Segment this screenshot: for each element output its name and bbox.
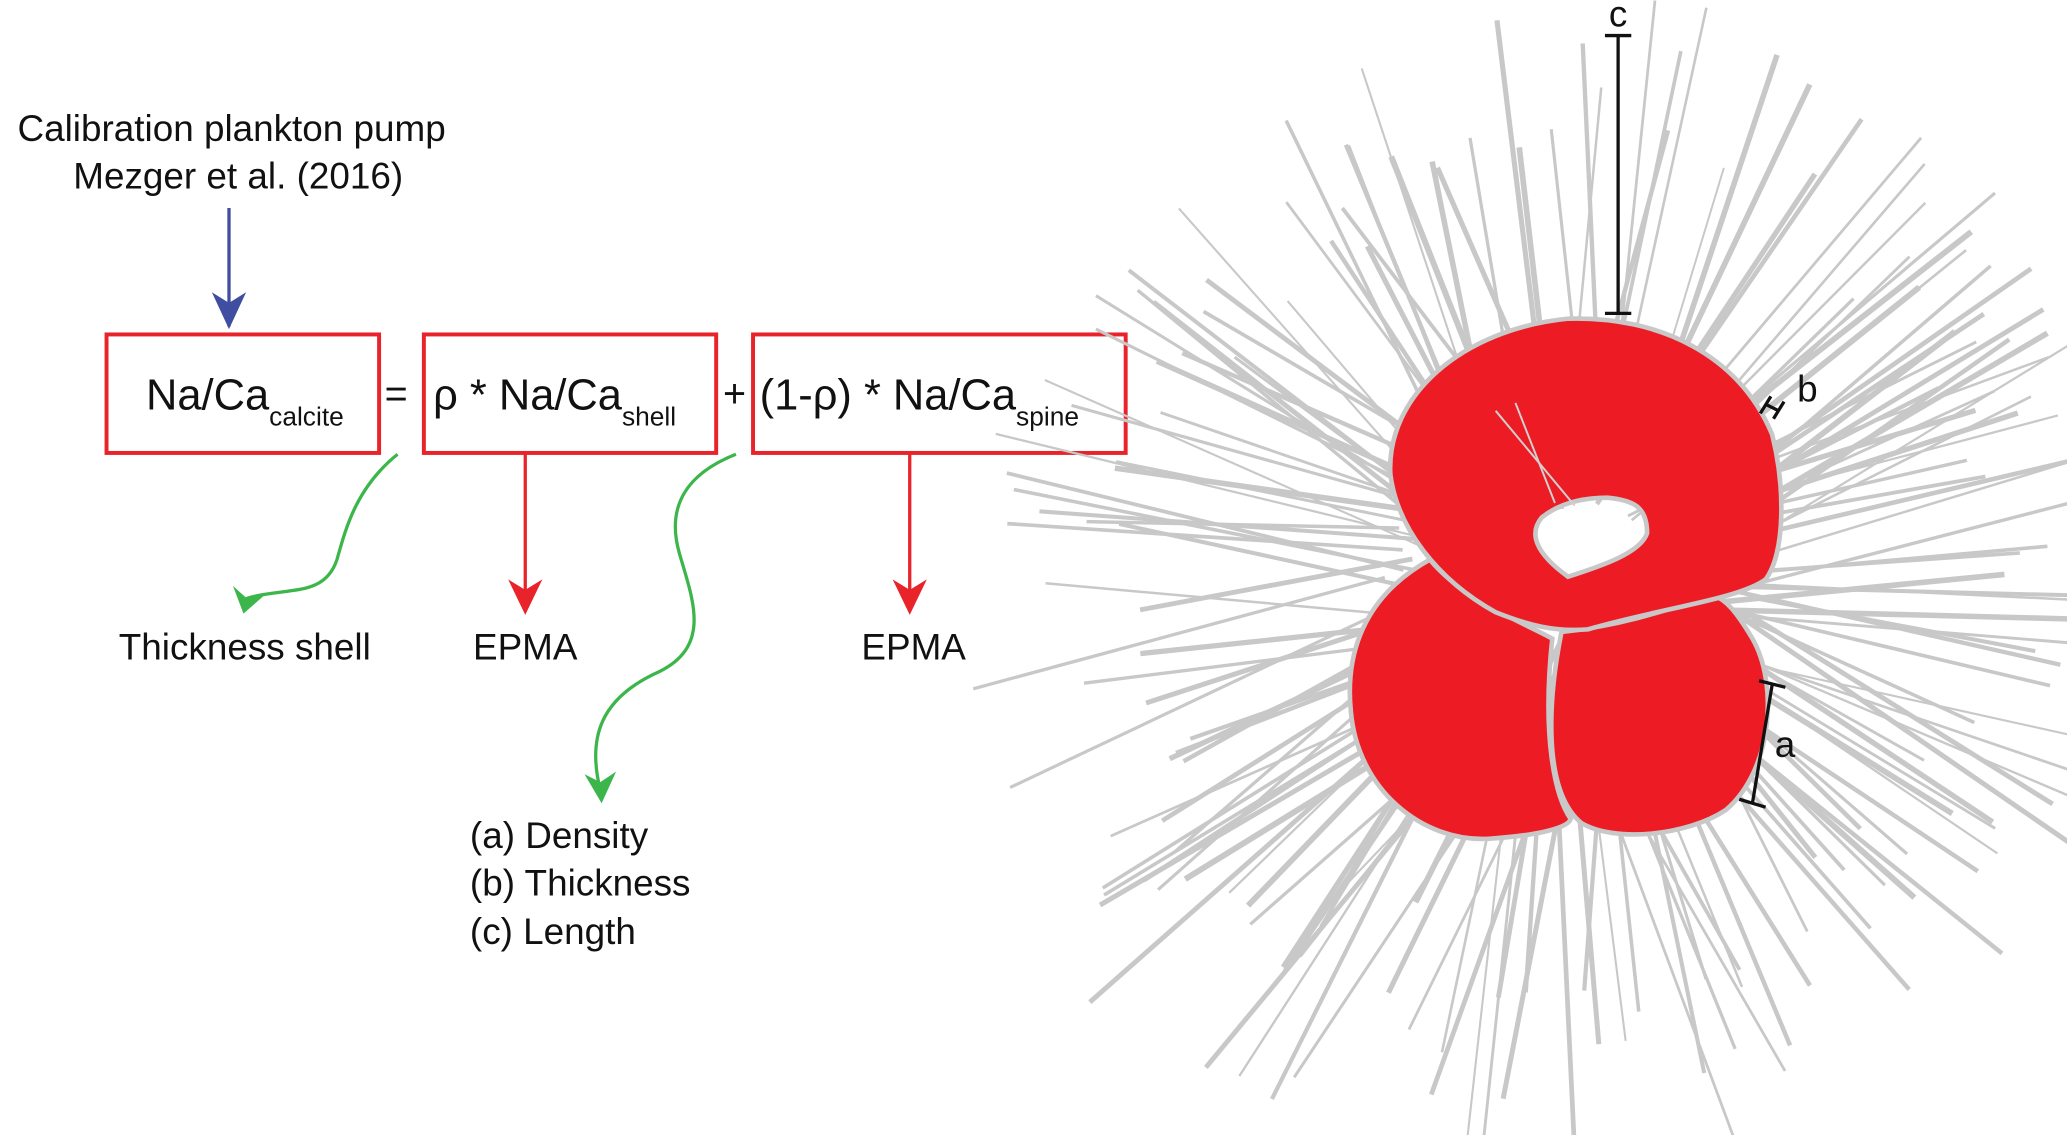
red-arrowhead-icon — [508, 579, 543, 615]
foraminifera-shell — [1347, 316, 1784, 842]
red-arrowhead-icon — [892, 579, 927, 615]
lhs-box — [104, 332, 382, 455]
spine — [1720, 501, 2067, 595]
lhs-text: Na/Cacalcite — [146, 371, 344, 431]
equals-sign: = — [385, 372, 408, 416]
spine — [1044, 379, 1431, 552]
spine-term-box — [751, 332, 1128, 455]
source-arrowhead-icon — [211, 292, 247, 330]
scale-bar-c — [1604, 33, 1632, 316]
epma-label-spine: EPMA — [861, 627, 966, 668]
param-thickness: (b) Thickness — [470, 862, 691, 903]
scale-bar-a — [1738, 679, 1786, 809]
spine — [995, 432, 1458, 548]
spine — [1013, 487, 1482, 585]
spine — [1745, 611, 2054, 807]
spine — [1007, 521, 1403, 552]
spine — [1152, 300, 1398, 494]
param-length: (c) Length — [470, 911, 636, 952]
spine — [972, 575, 1386, 691]
spine — [1680, 576, 2061, 667]
inner-spine — [1514, 402, 1556, 504]
spine — [1693, 583, 2067, 845]
spine — [1045, 581, 1426, 619]
plus-sign: + — [723, 372, 746, 416]
spine — [1750, 461, 2067, 560]
spine-term-text: (1-ρ) * Na/Caspine — [760, 371, 1079, 431]
epma-label-shell: EPMA — [473, 627, 578, 668]
thickness-curve-arrow — [244, 452, 399, 601]
spine — [1710, 603, 2051, 688]
green-arrowhead-icon — [232, 585, 265, 614]
inner-spine — [1494, 410, 1576, 507]
source-citation: Mezger et al. (2016) — [73, 155, 403, 196]
spine — [1139, 556, 1413, 613]
chamber-bottom-left — [1347, 556, 1574, 842]
label-b: b — [1797, 369, 1818, 410]
source-title: Calibration plankton pump — [18, 108, 446, 149]
spine-params-curve-arrow — [593, 452, 737, 791]
spine — [1722, 607, 2067, 622]
shell-term-text: ρ * Na/Cashell — [433, 371, 676, 431]
scale-bar-b — [1758, 395, 1786, 420]
label-a: a — [1775, 724, 1796, 765]
thickness-shell-label: Thickness shell — [119, 627, 371, 668]
param-density: (a) Density — [470, 815, 649, 856]
label-c: c — [1609, 0, 1627, 34]
chamber-top — [1388, 316, 1784, 633]
green-arrowhead-icon — [584, 771, 617, 804]
spine — [1115, 460, 1448, 531]
shell-term-box — [421, 332, 719, 455]
